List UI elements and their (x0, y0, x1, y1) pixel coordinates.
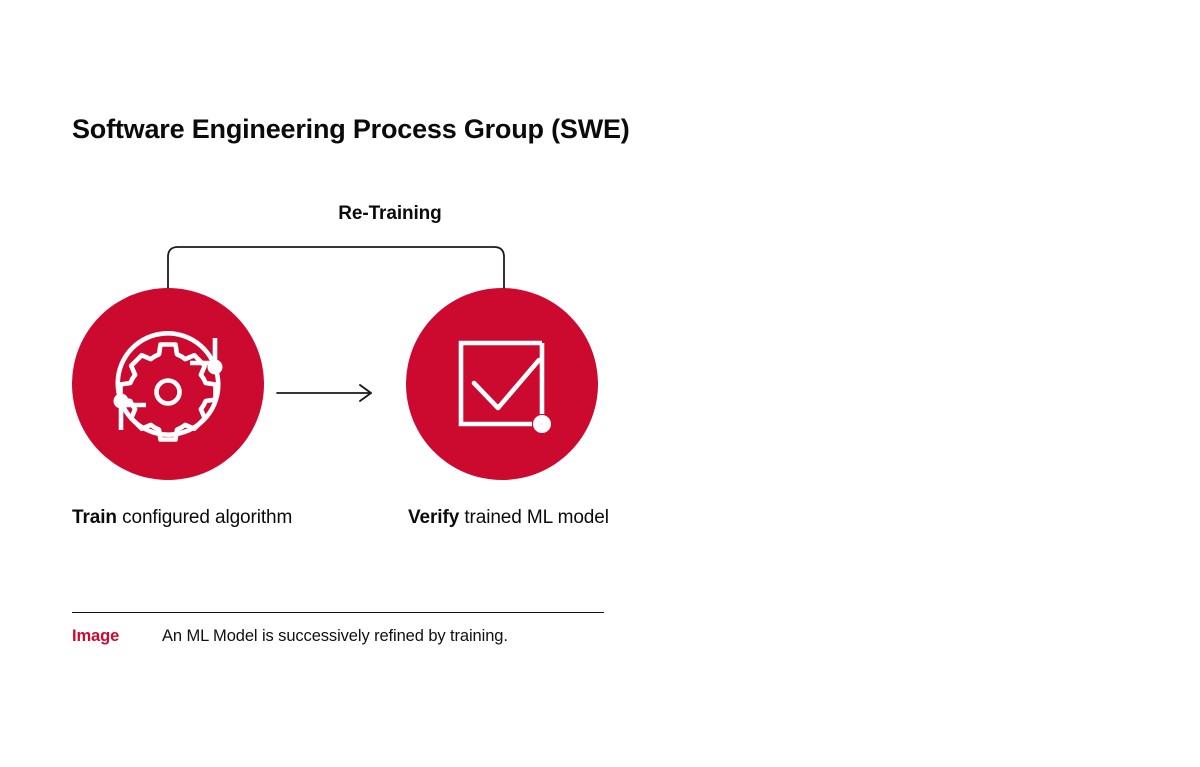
step-lead-train: Train (72, 507, 117, 528)
caption-text: An ML Model is successively refined by t… (162, 627, 508, 645)
verify-circle (406, 288, 598, 480)
train-circle (72, 288, 264, 480)
retraining-feedback-arrow (161, 246, 505, 300)
retraining-label: Re-Training (338, 203, 442, 224)
train-to-verify-arrow (276, 384, 372, 402)
diagram-node-train[interactable] (72, 288, 264, 480)
process-diagram: Re-Training (60, 190, 620, 490)
step-rest-verify: trained ML model (459, 507, 609, 528)
caption-key: Image (72, 627, 120, 645)
step-caption-train: Train configured algorithm (72, 503, 332, 532)
caption-divider (72, 612, 604, 613)
step-rest-train: configured algorithm (116, 507, 293, 528)
step-lead-verify: Verify (408, 507, 460, 528)
diagram-node-verify[interactable] (406, 288, 598, 480)
gear-refresh-icon (113, 331, 223, 442)
checkbox-check-icon (458, 340, 551, 433)
caption: Image An ML Model is successively refine… (72, 627, 632, 651)
page-title: Software Engineering Process Group (SWE) (72, 114, 630, 144)
step-caption-verify: Verify trained ML model (408, 503, 668, 532)
